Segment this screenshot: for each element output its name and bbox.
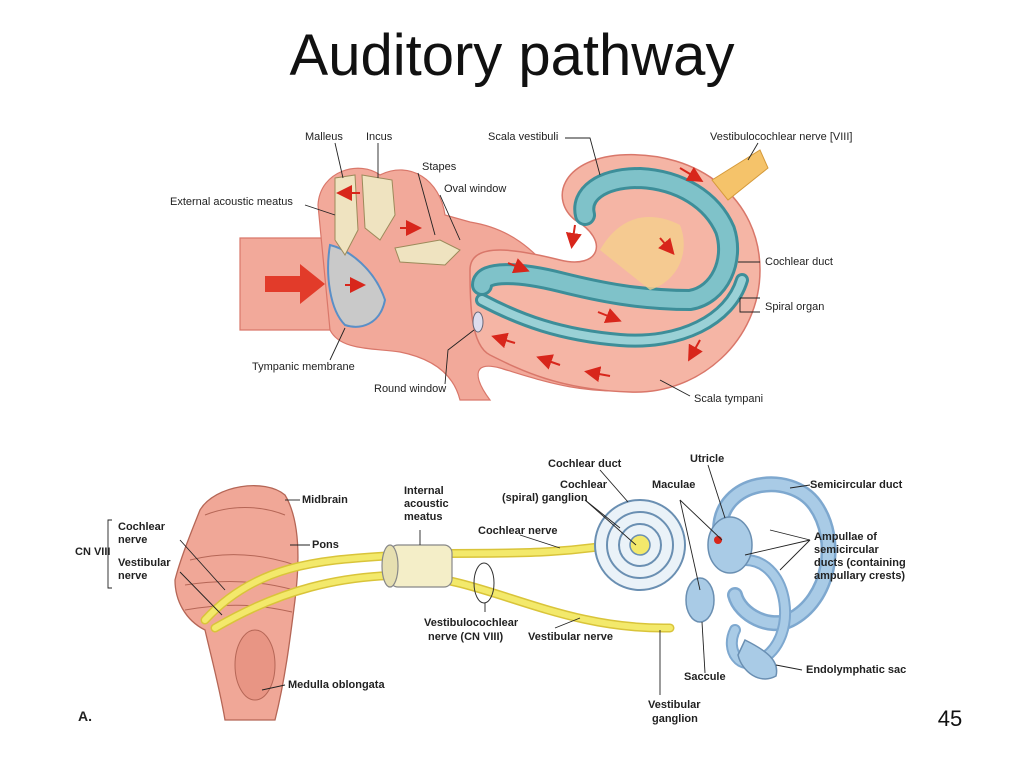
label-vestibular-nerve-l1: Vestibular: [118, 557, 171, 569]
incus-bone: [361, 174, 396, 241]
slide-number: 45: [937, 706, 963, 731]
label-vestibulocochlear-l2: nerve (CN VIII): [428, 631, 504, 643]
label-vestibular-ganglion-l2: ganglion: [652, 713, 698, 725]
label-cochlear-nerve-l1: Cochlear: [118, 521, 166, 533]
label-cochlear-duct-bottom: Cochlear duct: [548, 458, 622, 470]
saccule-shape: [685, 577, 715, 623]
label-internal-meatus-l3: meatus: [404, 511, 443, 523]
label-internal-meatus-l2: acoustic: [404, 498, 449, 510]
label-internal-meatus-l1: Internal: [404, 485, 444, 497]
label-spiral-organ: Spiral organ: [765, 301, 824, 313]
stapes-bone: [394, 239, 461, 266]
label-scala-tympani: Scala tympani: [694, 393, 763, 405]
label-midbrain: Midbrain: [302, 494, 348, 506]
sound-arrow: [265, 264, 325, 304]
label-medulla-oblongata: Medulla oblongata: [288, 679, 385, 691]
round-window-shape: [472, 311, 484, 333]
label-ampullae-l2: semicircular: [814, 544, 880, 556]
label-oval-window: Oval window: [444, 183, 506, 195]
label-cochlear-nerve-mid: Cochlear nerve: [478, 525, 557, 537]
ear-cross-section: [239, 137, 769, 401]
label-vestibulocochlear-nerve: Vestibulocochlear nerve [VIII]: [710, 131, 852, 143]
label-stapes: Stapes: [422, 161, 457, 173]
slide-title: Auditory pathway: [289, 23, 735, 88]
vestibulocochlear-nerve-top: [711, 149, 769, 201]
endolymphatic-sac-shape: [737, 638, 778, 680]
utricle-shape: [707, 516, 753, 574]
vestibular-apparatus: [685, 476, 837, 680]
label-spiral-ganglion-l2: (spiral) ganglion: [502, 492, 588, 504]
label-ampullae-l3: ducts (containing: [814, 557, 906, 569]
cochlea-spiral: [594, 499, 686, 591]
label-round-window: Round window: [374, 383, 446, 395]
label-ampullae-l4: ampullary crests): [814, 570, 905, 582]
label-vestibulocochlear-l1: Vestibulocochlear: [424, 617, 519, 629]
label-ampullae-l1: Ampullae of: [814, 531, 877, 543]
label-maculae: Maculae: [652, 479, 695, 491]
brainstem: [174, 485, 299, 721]
label-cochlear-duct: Cochlear duct: [765, 256, 833, 268]
label-cn-viii: CN VIII: [75, 546, 110, 558]
label-utricle: Utricle: [690, 453, 724, 465]
internal-meatus-cylinder: [389, 544, 453, 588]
label-pons: Pons: [312, 539, 339, 551]
label-panel-letter: A.: [78, 708, 92, 724]
label-external-acoustic-meatus: External acoustic meatus: [170, 196, 293, 208]
nerve-pathway-diagram: [107, 464, 837, 721]
label-cochlear-nerve-l2: nerve: [118, 534, 147, 546]
label-tympanic-membrane: Tympanic membrane: [252, 361, 355, 373]
label-vestibular-nerve-mid: Vestibular nerve: [528, 631, 613, 643]
label-malleus: Malleus: [305, 131, 343, 143]
label-vestibular-ganglion-l1: Vestibular: [648, 699, 701, 711]
label-scala-vestibuli: Scala vestibuli: [488, 131, 558, 143]
label-endolymphatic-sac: Endolymphatic sac: [806, 664, 906, 676]
label-saccule: Saccule: [684, 671, 726, 683]
label-semicircular-duct: Semicircular duct: [810, 479, 903, 491]
label-spiral-ganglion-l1: Cochlear: [560, 479, 608, 491]
label-incus: Incus: [366, 131, 393, 143]
spiral-fibers: [600, 217, 684, 290]
label-vestibular-nerve-l2: nerve: [118, 570, 147, 582]
